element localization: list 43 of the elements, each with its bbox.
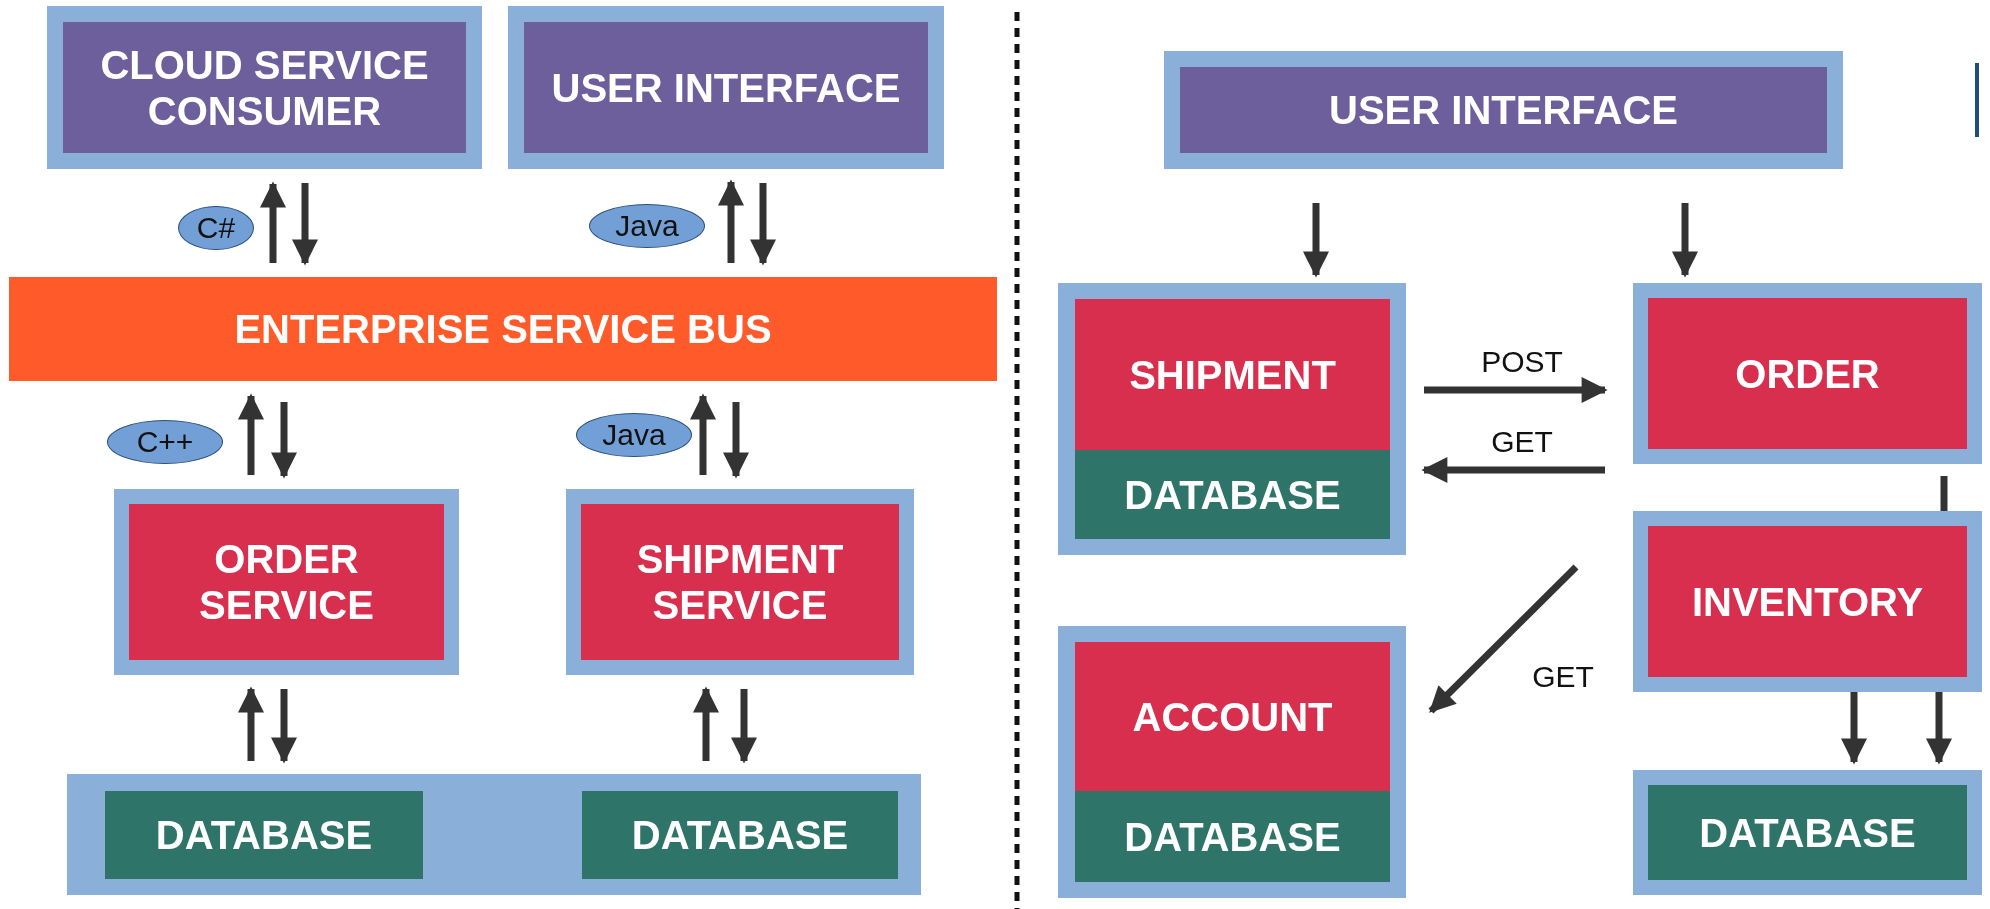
edge-label: POST	[1480, 344, 1564, 380]
service-box	[1075, 642, 1390, 791]
node-label: DATABASE	[630, 812, 850, 858]
language-badge: C++	[107, 420, 223, 464]
language-badge: C#	[178, 206, 254, 250]
component-box	[47, 6, 482, 169]
component-box	[1164, 51, 1843, 169]
component-box	[508, 6, 944, 169]
database-box	[1075, 791, 1390, 882]
database-box	[105, 791, 423, 879]
service-box	[1633, 283, 1982, 464]
database-box	[582, 791, 898, 879]
node-label: DATABASE	[1123, 471, 1342, 518]
service-panel	[1058, 283, 1406, 555]
arrow	[1926, 692, 1952, 765]
service-box	[566, 489, 914, 675]
node-label: ACCOUNT	[1131, 693, 1334, 740]
arrow	[1428, 564, 1579, 714]
node-label: ORDER	[1734, 350, 1881, 397]
edge-label: GET	[1490, 424, 1554, 460]
arrow	[1841, 692, 1867, 765]
node-label: DATABASE	[154, 812, 374, 858]
node-label: USER INTERFACE	[550, 64, 902, 111]
service-box	[1633, 511, 1982, 692]
node-label: INVENTORY	[1690, 578, 1925, 625]
database-box	[1075, 450, 1390, 539]
service-box	[114, 489, 459, 675]
node-label: CLOUD SERVICE CONSUMER	[99, 41, 430, 134]
service-box	[1075, 299, 1390, 450]
node-label: SHIPMENT	[1128, 351, 1337, 398]
node-label: ENTERPRISE SERVICE BUS	[233, 306, 773, 352]
node-label: USER INTERFACE	[1328, 87, 1679, 133]
node-label: DATABASE	[1123, 813, 1342, 860]
language-badge: Java	[589, 204, 705, 248]
node-label: ORDER SERVICE	[198, 536, 375, 628]
service-panel	[1058, 626, 1406, 898]
node-label: DATABASE	[1698, 809, 1917, 856]
database-box	[1633, 770, 1982, 895]
language-badge: Java	[576, 413, 692, 457]
edge-label: GET	[1531, 659, 1595, 695]
database-panel	[67, 774, 921, 895]
service-bus-bar	[9, 277, 997, 381]
node-label: SHIPMENT SERVICE	[635, 536, 845, 628]
